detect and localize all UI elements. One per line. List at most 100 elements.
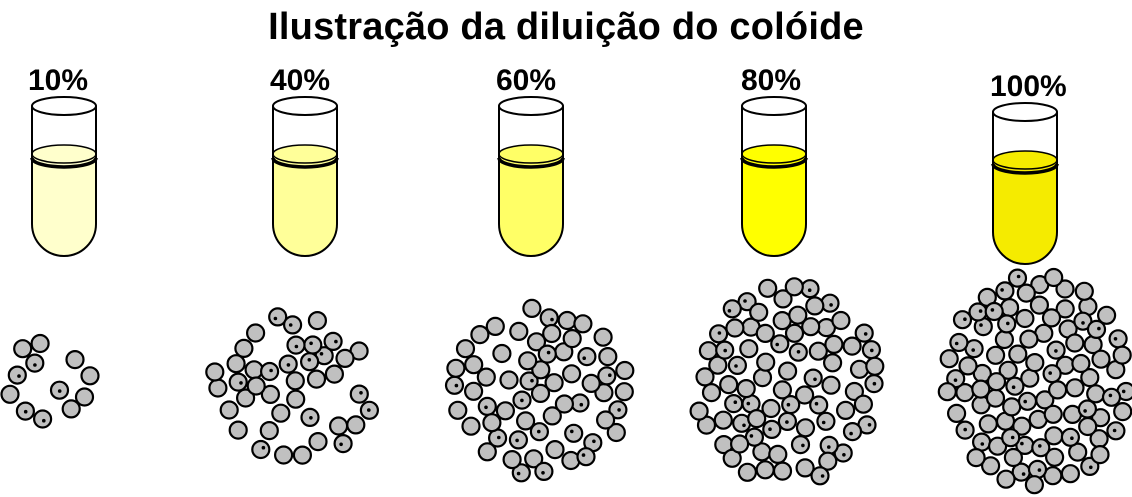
colloid-particle xyxy=(226,354,246,374)
particle-dot xyxy=(269,368,273,373)
particle-dot xyxy=(1121,389,1126,394)
particle-dot xyxy=(367,408,371,412)
particle-dot xyxy=(829,303,833,307)
colloid-particle xyxy=(444,375,465,395)
colloid-particle xyxy=(939,349,959,369)
particle-dot xyxy=(1097,326,1101,331)
colloid-particle xyxy=(1086,319,1107,339)
colloid-particle xyxy=(1002,397,1022,417)
colloid-particle xyxy=(689,401,709,421)
colloid-particle xyxy=(1001,428,1021,448)
tube-rim xyxy=(31,96,97,116)
particle-dot xyxy=(1011,385,1016,390)
particle-dot xyxy=(23,409,28,414)
particle-dot xyxy=(768,427,772,432)
particle-dot xyxy=(294,344,299,349)
test-tube-2 xyxy=(271,96,339,257)
colloid-particle xyxy=(1078,416,1098,437)
colloid-particle xyxy=(747,409,767,429)
colloid-particle xyxy=(842,336,862,356)
colloid-particle xyxy=(784,323,805,343)
colloid-particle xyxy=(772,461,793,481)
colloid-particle xyxy=(985,345,1006,365)
particle-dot xyxy=(592,439,596,444)
particle-dot xyxy=(1006,321,1010,326)
colloid-particle xyxy=(1108,329,1128,349)
colloid-particle xyxy=(259,421,279,441)
colloid-particle xyxy=(824,334,844,354)
particle-dot xyxy=(980,442,985,446)
particle-dot xyxy=(849,431,853,436)
colloid-particle xyxy=(1025,353,1045,373)
colloid-particle xyxy=(1080,368,1100,388)
colloid-particle xyxy=(1113,402,1132,422)
particle-dot xyxy=(516,471,521,476)
colloid-particle xyxy=(260,384,280,404)
tube-glass xyxy=(498,106,564,257)
colloid-particle xyxy=(522,298,542,318)
colloid-particle xyxy=(335,348,355,368)
colloid-particle xyxy=(268,307,288,327)
particle-dot xyxy=(608,373,612,378)
particle-dot xyxy=(867,423,872,427)
particle-dot xyxy=(541,471,545,475)
colloid-particle xyxy=(446,358,466,378)
colloid-particle xyxy=(773,289,793,309)
particle-dot xyxy=(727,309,732,313)
colloid-particle xyxy=(762,419,782,439)
colloid-particle xyxy=(805,296,825,316)
particle-dot xyxy=(953,378,958,383)
particle-dot xyxy=(749,434,754,438)
liquid xyxy=(273,154,337,256)
particle-dot xyxy=(1000,288,1004,292)
particle-dot xyxy=(537,429,541,434)
particle-dot xyxy=(515,438,519,443)
colloid-particle xyxy=(542,323,562,344)
test-tube-3 xyxy=(497,96,565,257)
test-tube-1 xyxy=(30,96,98,257)
particle-dot xyxy=(273,316,278,321)
particle-dot xyxy=(1010,435,1015,440)
colloid-particle xyxy=(999,298,1020,318)
particle-dot xyxy=(785,420,789,424)
colloid-particle xyxy=(597,366,617,386)
colloid-particle xyxy=(1024,475,1045,495)
particle-dot xyxy=(1054,349,1058,353)
colloid-particle xyxy=(984,301,1004,322)
particle-dot xyxy=(742,423,746,428)
particle-dot xyxy=(1023,399,1027,404)
colloid-particle xyxy=(1017,391,1038,411)
colloid-particle xyxy=(739,339,759,359)
colloid-particle xyxy=(495,401,515,421)
colloid-particle xyxy=(986,372,1007,392)
colloid-particle xyxy=(286,389,306,409)
colloid-particle xyxy=(260,361,280,382)
colloid-particle xyxy=(1091,349,1111,369)
tube-rim xyxy=(498,96,564,116)
colloid-particle xyxy=(818,451,838,471)
particle-dot xyxy=(617,408,621,412)
particle-dot xyxy=(734,364,738,368)
colloid-particle xyxy=(544,373,564,393)
colloid-particle xyxy=(461,416,481,436)
colloid-particle xyxy=(784,277,804,297)
colloid-particle xyxy=(1055,279,1075,299)
colloid-particle xyxy=(515,411,536,431)
colloid-particle xyxy=(1065,378,1085,398)
colloid-particle xyxy=(502,450,522,470)
colloid-particle xyxy=(821,375,841,395)
colloid-particle xyxy=(285,371,305,391)
particle-dot xyxy=(746,401,751,406)
colloid-particle xyxy=(595,410,616,430)
colloid-particle xyxy=(722,299,742,319)
colloid-particle xyxy=(958,356,978,376)
colloid-particle xyxy=(570,393,590,413)
meniscus xyxy=(497,157,565,169)
colloid-particle xyxy=(755,460,775,480)
tube-glass xyxy=(272,106,338,257)
colloid-particle xyxy=(524,449,544,469)
colloid-particle xyxy=(795,458,815,478)
colloid-particle xyxy=(978,414,998,434)
colloid-particle xyxy=(324,364,344,384)
